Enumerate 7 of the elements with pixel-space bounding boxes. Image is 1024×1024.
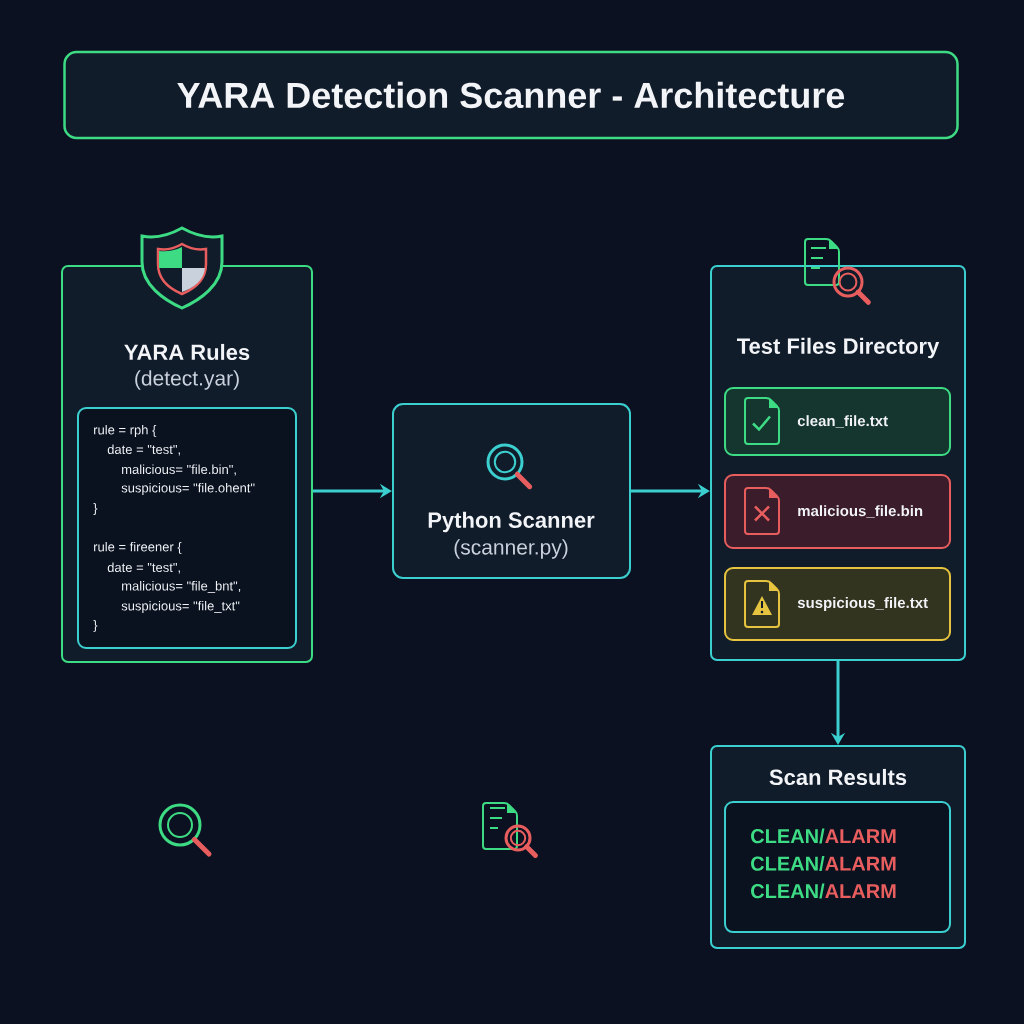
file-item: suspicious_file.txt bbox=[724, 567, 951, 641]
file-item: clean_file.txt bbox=[724, 387, 951, 456]
scanner-box: Python Scanner (scanner.py) bbox=[392, 403, 631, 579]
results-box: CLEAN/ALARM CLEAN/ALARM CLEAN/ALARM bbox=[724, 801, 951, 933]
code-box: rule = rph { date = "test", malicious= "file.bin", suspicious= "file.ohent" } rule = fireener { date = "test", malicious= "file_bnt", suspicious= "file_txt" } bbox=[77, 407, 297, 649]
file-item: malicious_file.bin bbox=[724, 474, 951, 549]
title-box: YARA Detection Scanner - Architecture bbox=[63, 50, 959, 140]
